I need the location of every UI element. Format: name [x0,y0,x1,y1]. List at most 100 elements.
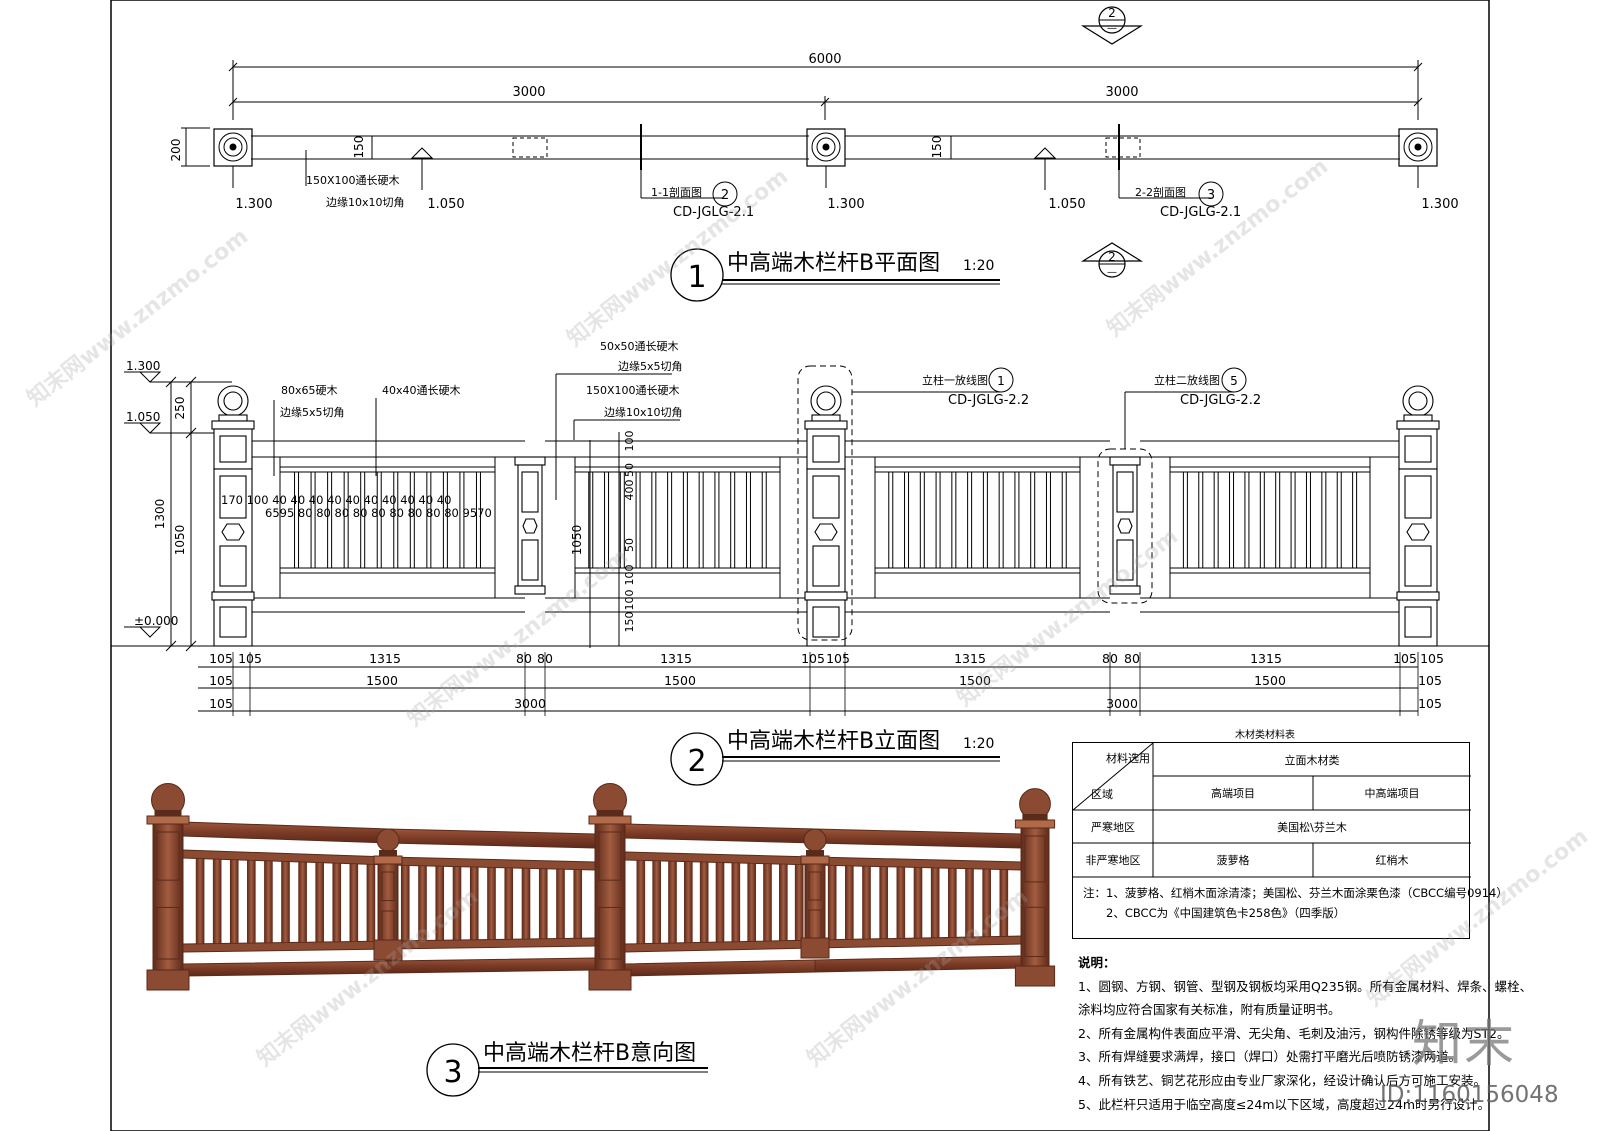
dim-row3-label: 3000 [514,696,546,711]
post-head-panel [1404,435,1432,463]
table-row2-region: 非严寒地区 [1085,854,1141,867]
render-baluster [684,861,693,943]
dim-row2-label: 1500 [664,673,696,688]
elev-label-50x50-b: 边缘5x5切角 [618,360,683,373]
dim-row1-label: 1315 [660,651,692,666]
post-base-panel [1404,606,1432,638]
render-baluster [418,865,427,941]
notes-line-5: 4、所有铁艺、铜艺花形应由专业厂家深化，经设计确认后方可施工安装。 [1078,1072,1486,1088]
render-handrail [387,828,596,849]
post-finial [1402,385,1434,417]
render-baluster [668,860,677,944]
elevation-intermediate-post [1109,456,1141,595]
render-post-cap [146,815,190,825]
cut-marker-top: 2 — [1080,6,1144,45]
material-table-caption: 木材类材料表 [1235,730,1295,741]
intermediate-post-base [1109,585,1141,595]
dim-row1-label: 80 [1124,651,1140,666]
render-baluster [315,862,324,943]
render-baluster [229,859,239,944]
elev-label-80x65: 80x65硬木 [281,384,338,397]
render-baluster [699,861,709,943]
plan-section1-num: 2 [721,188,729,203]
table-note-2: 2、CBCC为《中国建筑色卡258色》（四季版） [1106,906,1346,920]
elevation-panel [1140,440,1400,613]
post-cap-neck [1403,414,1433,422]
dim-row3-label: 3000 [1106,696,1138,711]
plan-elev-post-left: 1.300 [235,197,272,212]
post-base-panel [219,606,247,638]
render-baluster [487,867,496,940]
render-baluster [652,860,661,944]
post-base-cap [804,591,848,601]
render-panel [814,828,1022,973]
post-cap [211,420,255,430]
render-baluster [556,868,565,939]
render-baluster [349,863,359,942]
plan-rail-label-1: 150X100通长硬木 [306,174,400,187]
intermediate-post-cap [514,456,546,466]
render-post-cap [373,855,403,865]
elev-level-mid: 1.050 [126,410,160,424]
elev-post-detail-1: 立柱一放线图 [922,373,988,387]
svg-text:3: 3 [443,1055,462,1090]
render-baluster [794,864,804,941]
dim-half-right: 3000 [1105,85,1138,100]
render-post-neck [806,850,824,856]
plan-elev-rail-left: 1.050 [427,197,464,212]
table-corner-top: 材料选用 [1106,752,1150,765]
table-header-midhigh: 中高端项目 [1364,787,1420,800]
plan-elev-rail-right: 1.050 [1048,197,1085,212]
render-baluster [827,865,837,940]
render-post-neck [1022,814,1048,820]
dim-row3-label: 105 [1418,696,1442,711]
svg-text:2: 2 [1108,6,1116,20]
post-cap-neck [218,414,248,422]
post-shaft-panel [812,475,840,519]
render-post-panel [156,906,180,960]
render-post-neck [154,810,182,816]
elevation-panel [545,440,810,613]
render-handrail [624,823,816,844]
render-post [800,828,830,959]
plan-title-block: 1 中高端木栏杆B平面图 1:20 [670,248,1000,302]
sheet-frame [110,0,1490,1131]
render-baluster [896,866,906,939]
intermediate-post-ornament [1117,518,1133,534]
post-head-panel [219,435,247,463]
render-post [146,783,190,991]
dim-row2-label: 1500 [959,673,991,688]
render-post-panel [598,831,622,881]
table-header-main: 立面木材类 [1284,753,1340,767]
design-notes: 说明： 1、圆钢、方钢、钢管、型钢及钢板均采用Q235钢。所有金属材料、焊条、螺… [1078,951,1532,1116]
render-baluster [538,868,548,940]
render-post-base [800,937,830,959]
elev-dim-1300: 1300 [153,499,167,530]
elevation-panel [845,440,1110,613]
render-baluster [999,869,1009,937]
cut-marker-bottom: 2 — [1080,242,1144,278]
vertical-dim-label: 400 [623,480,636,501]
intermediate-post-panel [521,471,539,513]
render-post-cap [588,815,632,825]
post-base-panel [812,606,840,638]
render-handrail [814,828,1022,849]
table-row2-midhigh: 红梢木 [1375,854,1409,867]
render-baluster [573,869,583,939]
elev-label-50x50: 50x50通长硬木 [600,340,679,353]
elevation-intermediate-post [514,456,546,595]
render-baluster [332,862,342,943]
table-row2-high: 菠萝格 [1216,854,1250,867]
svg-text:—: — [1107,267,1117,278]
dim-row1-label: 105 [826,651,850,666]
render-post-base [1014,965,1056,987]
plan-elev-post-mid: 1.300 [827,197,864,212]
brand-id: ID:1160156048 [1380,1082,1559,1108]
vertical-dim-label: 150 [623,612,636,633]
plan-section2-ref: CD-JGLG-2.1 [1160,205,1241,220]
post-shaft-panel [812,545,840,587]
post-cap-neck [811,414,841,422]
table-row1-region: 严寒地区 [1091,820,1135,834]
render-post-base [373,939,403,961]
render-baluster [469,866,479,941]
